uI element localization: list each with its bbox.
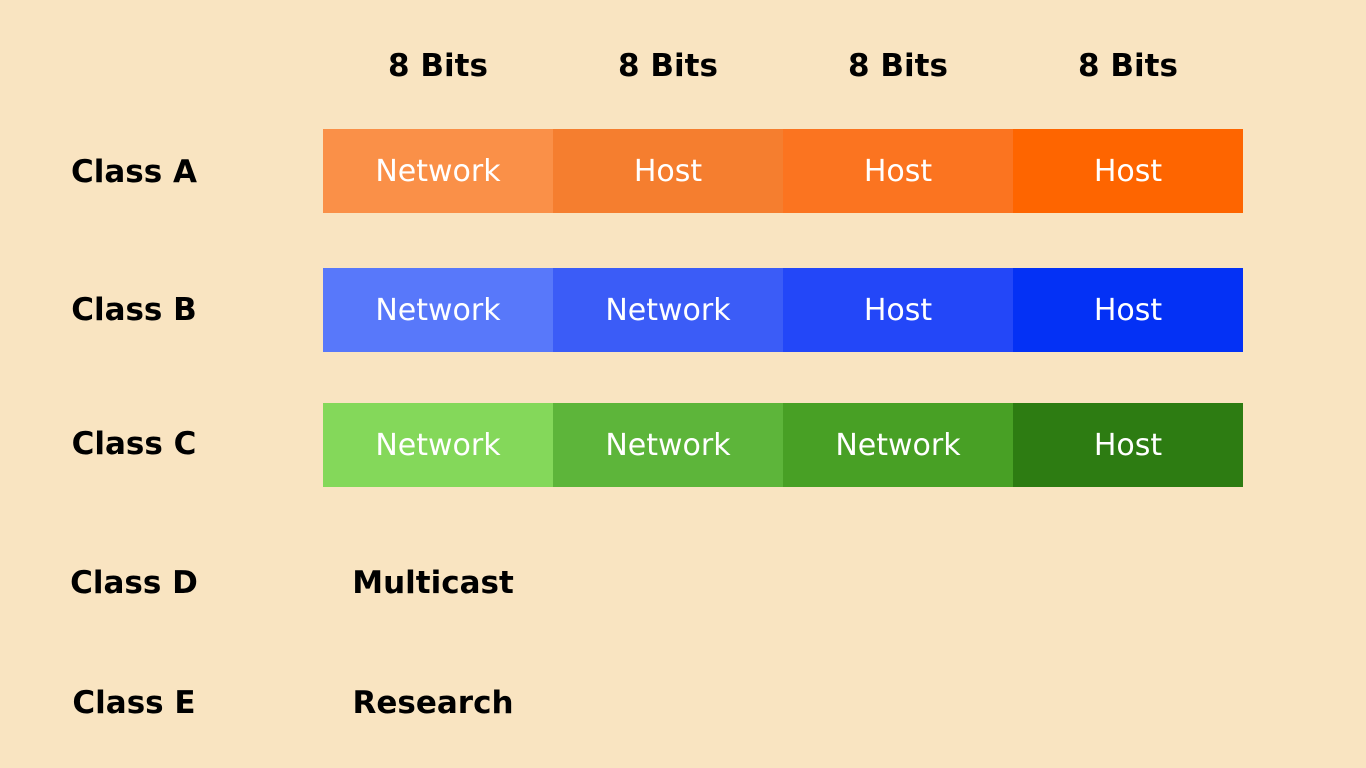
class-c-bar: Network Network Network Host <box>323 403 1243 487</box>
class-b-octet-3: Host <box>783 268 1013 352</box>
bits-label-octet-2: 8 Bits <box>618 48 718 84</box>
class-a-label: Class A <box>71 154 197 190</box>
class-c-octet-3: Network <box>783 403 1013 487</box>
class-b-label: Class B <box>71 292 197 328</box>
class-a-octet-4: Host <box>1013 129 1243 213</box>
class-c-octet-2: Network <box>553 403 783 487</box>
class-b-octet-1: Network <box>323 268 553 352</box>
class-a-octet-2: Host <box>553 129 783 213</box>
class-a-bar: Network Host Host Host <box>323 129 1243 213</box>
class-a-octet-1: Network <box>323 129 553 213</box>
class-c-octet-1: Network <box>323 403 553 487</box>
class-d-multicast-text: Multicast <box>352 565 514 601</box>
class-c-label: Class C <box>71 426 197 462</box>
bits-label-octet-3: 8 Bits <box>848 48 948 84</box>
class-a-octet-3: Host <box>783 129 1013 213</box>
class-e-label: Class E <box>72 685 196 721</box>
class-c-octet-4: Host <box>1013 403 1243 487</box>
class-b-octet-4: Host <box>1013 268 1243 352</box>
bits-label-octet-4: 8 Bits <box>1078 48 1178 84</box>
class-e-research-text: Research <box>352 685 514 721</box>
class-b-bar: Network Network Host Host <box>323 268 1243 352</box>
class-d-label: Class D <box>70 565 198 601</box>
class-b-octet-2: Network <box>553 268 783 352</box>
bits-label-octet-1: 8 Bits <box>388 48 488 84</box>
